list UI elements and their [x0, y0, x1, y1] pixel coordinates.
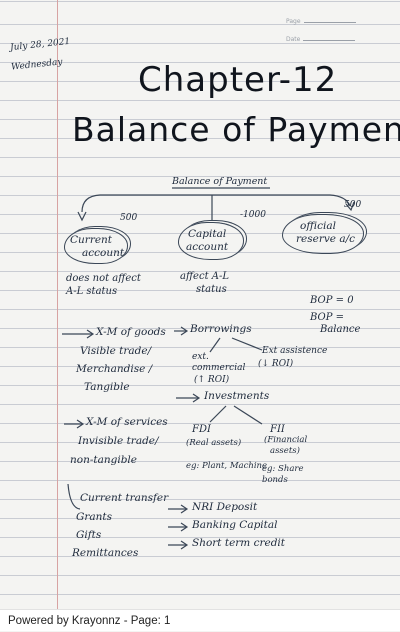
capital-account-label: Capital [188, 228, 227, 240]
official-reserve-value: 500 [344, 200, 362, 210]
diagram-root: Balance of Payment [172, 176, 268, 187]
chapter-title: Chapter-12 [138, 60, 338, 100]
fdi-label: FDI [192, 424, 211, 435]
short-term-credit: Short term credit [192, 537, 286, 549]
goods-sub-1: Visible trade/ [80, 345, 152, 357]
banking-capital: Banking Capital [192, 519, 278, 531]
capital-note: affect A-L [180, 271, 230, 282]
capital-account-bubble [178, 222, 244, 260]
fii-example: eg: Share [262, 464, 304, 474]
official-reserve-label-2: reserve a/c [296, 233, 356, 245]
footer-text: Powered by Krayonnz - Page: 1 [8, 615, 171, 627]
transfer-sub-2: Gifts [76, 529, 102, 541]
goods-sub-2: Merchandise / [76, 363, 153, 375]
goods-sub-3: Tangible [84, 381, 130, 393]
current-account-label-2: account [82, 247, 125, 259]
date-field: Date [286, 36, 356, 43]
assist-branch [231, 337, 263, 351]
transfer-heading: Current transfer [80, 492, 169, 504]
ext-branch [209, 337, 221, 353]
root-bracket [81, 194, 351, 213]
current-arrowhead [77, 211, 87, 222]
capital-note-2: status [196, 284, 227, 295]
current-account-value: 500 [120, 213, 138, 223]
current-account-label: Current [70, 234, 113, 246]
goods-heading: X-M of goods [96, 326, 166, 338]
current-account-bubble [64, 228, 128, 264]
transfer-curve [67, 483, 81, 510]
official-reserve-bubble [282, 214, 364, 254]
subject-title: Balance of Payment [72, 110, 400, 149]
page-number-field: Page [286, 18, 356, 25]
fdi-example: eg: Plant, Machine [186, 461, 268, 471]
capital-account-value: -1000 [240, 210, 266, 220]
official-arrowhead [345, 201, 355, 212]
fii-note: (Financial [264, 435, 308, 445]
fii-example-2: bonds [262, 475, 288, 485]
fii-note-2: assets) [270, 446, 300, 456]
ext-commercial-1: ext. [192, 352, 209, 362]
fii-branch [233, 405, 263, 425]
fii-label: FII [270, 424, 285, 435]
bop-equation: BOP = 0 [310, 295, 354, 306]
ext-assistance: Ext assistence [262, 346, 328, 356]
fdi-note: (Real assets) [186, 438, 242, 448]
bop-definition-2: Balance [320, 324, 361, 335]
bop-definition: BOP = [310, 312, 345, 323]
nri-deposit: NRI Deposit [192, 501, 258, 513]
transfer-sub-1: Grants [76, 511, 113, 523]
ext-assistance-roi: (↓ ROI) [258, 359, 294, 369]
borrowings-heading: Borrowings [190, 323, 252, 335]
current-note-2: A-L status [66, 286, 118, 297]
ext-commercial-roi: (↑ ROI) [194, 375, 230, 385]
transfer-sub-3: Remittances [72, 547, 139, 559]
diagram-connectors [62, 187, 355, 550]
services-sub-2: non-tangible [70, 454, 138, 466]
margin-line [57, 0, 58, 610]
services-sub-1: Invisible trade/ [78, 435, 159, 447]
official-reserve-label: official [300, 220, 336, 232]
capital-account-label-2: account [186, 241, 229, 253]
current-note: does not affect [66, 273, 141, 284]
investments-heading: Investments [204, 390, 270, 402]
ext-commercial-2: commercial [192, 363, 246, 373]
footer-bar: Powered by Krayonnz - Page: 1 [0, 609, 400, 631]
fdi-branch [209, 405, 227, 423]
services-heading: X-M of services [86, 416, 168, 428]
